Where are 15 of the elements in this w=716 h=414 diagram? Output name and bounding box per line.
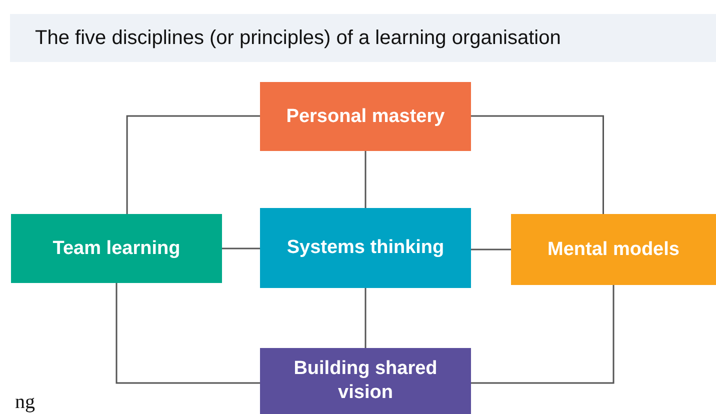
connector-line	[471, 248, 511, 250]
discipline-box: Personal mastery	[260, 82, 471, 151]
connector-line	[116, 283, 260, 384]
connector-line	[364, 151, 366, 208]
connector-line	[364, 288, 366, 348]
title-banner: The five disciplines (or principles) of a learning organisation	[10, 14, 716, 62]
connector-line	[126, 115, 260, 214]
connector-line	[222, 248, 260, 250]
discipline-box: Building shared vision	[260, 348, 471, 414]
connector-line	[471, 115, 604, 214]
cut-off-text: ng	[15, 391, 35, 414]
discipline-box: Team learning	[11, 214, 222, 283]
connector-line	[471, 285, 614, 384]
discipline-box: Mental models	[511, 214, 716, 285]
discipline-box: Systems thinking	[260, 208, 471, 288]
